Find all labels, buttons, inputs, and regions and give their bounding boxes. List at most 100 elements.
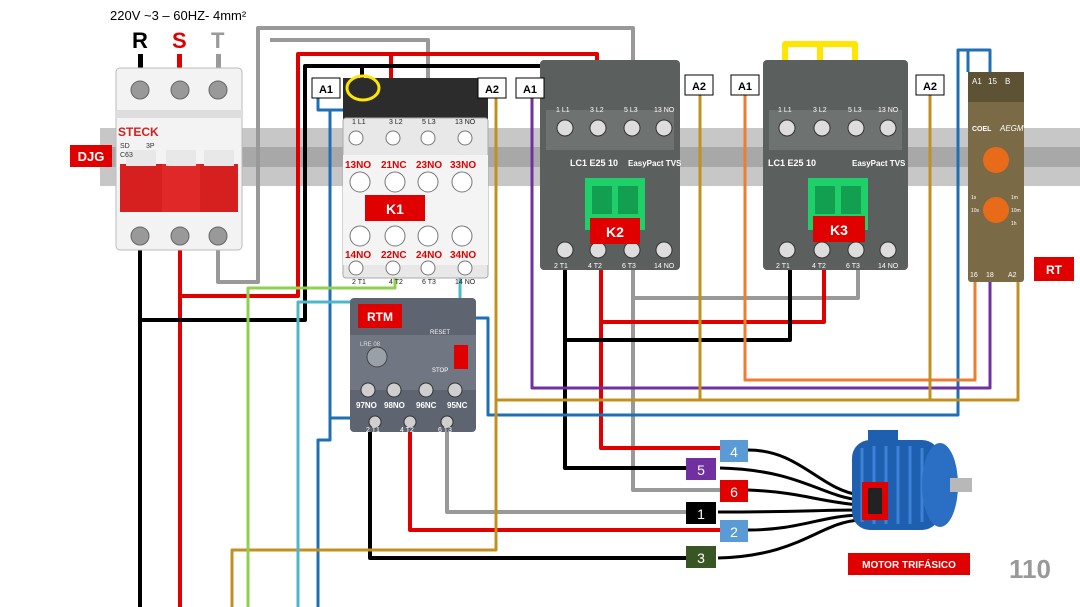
phase-t-stub [216,54,221,70]
djg-tag [70,145,112,167]
k1-a1-label: A1 [319,84,333,96]
motor-terminal-4: 4 [720,440,748,462]
k1-bot-1: 2 T1 [352,279,366,286]
k2-a2-box [684,74,714,96]
rtm-out-3: 6 T3 [438,427,452,434]
motor-leads [717,448,861,560]
k1-top-4: 13 NO [455,119,476,126]
wire-gray-motor-u1 [631,298,720,492]
k2-model: LC1 E25 10 [570,158,618,168]
overload-relay-rtm: LRE 08 RESET STOP 97NO 98NO 96NC 95NC 2 … [350,298,476,434]
rtm-out-2: 4 T2 [400,427,414,434]
wire-orange [743,95,977,382]
k3-brand: EasyPact TVS [852,159,906,168]
k1-aux-bot-3: 24NO [416,250,442,261]
k2-brand: EasyPact TVS [628,159,682,168]
rt-scale-5: 1h [1011,221,1017,227]
k2-top-2: 3 L2 [590,107,604,114]
k3-a1-box [730,74,760,96]
rt-scale-4: 10m [1011,208,1021,214]
rt-a2: A2 [1008,272,1017,279]
k3-bot-3: 6 T3 [846,263,860,270]
k1-bot-4: 14 NO [455,279,476,286]
wire-red-motor-6 [599,322,720,450]
k2-bot-3: 6 T3 [622,263,636,270]
motor-terminal-5: 5 [686,458,716,480]
k1-a1-highlight [345,74,381,102]
rt-scale-1: 1s [971,195,977,201]
rtm-model: LRE 08 [360,342,381,348]
supply-spec: 220V ~3 – 60HZ- 4mm² [110,8,247,23]
wire-gray-k1-k2 [270,38,430,80]
rt-model: AEGM [999,124,1024,133]
timer-rt: A1 15 B COEL AEGM 1s 10s 1m 10m 1h 16 18… [968,72,1024,282]
wire-gray-rtm-6 [445,425,690,514]
k2-a1-box [515,77,545,99]
k3-bot-4: 14 NO [878,263,899,270]
rt-tag-label: RT [1046,263,1063,277]
k2-bot-4: 14 NO [654,263,675,270]
rt-b: B [1005,77,1010,86]
breaker-poles: 3P [146,143,155,150]
k2-tag-label: K2 [606,224,624,240]
k1-top-3: 5 L3 [422,119,436,126]
breaker-djg: STECK SD C63 3P [115,67,243,251]
rtm-contact-4: 95NC [447,401,468,410]
k1-aux-top-4: 33NO [450,160,476,171]
rt-a1: A1 [972,77,982,86]
motor-label-box [848,553,970,575]
k1-a2-label: A2 [485,84,499,96]
rt-16: 16 [970,272,978,279]
k3-tag-label: K3 [830,222,848,238]
motor-icon [852,430,972,530]
svg-text:1: 1 [697,506,705,522]
phase-r-stub [138,54,143,70]
k2-a1-label: A1 [523,84,537,96]
k1-top-2: 3 L2 [389,119,403,126]
motor-terminal-6: 6 [720,480,748,502]
svg-text:4: 4 [730,444,738,460]
phase-s-stub [177,54,182,70]
k3-bot-2: 4 T2 [812,263,826,270]
djg-tag-label: DJG [78,149,105,164]
k2-top-4: 13 NO [654,107,675,114]
wire-black-motor-5 [563,340,690,470]
rt-18: 18 [986,272,994,279]
k1-a1-box [311,77,341,99]
breaker-brand: STECK [118,125,159,139]
svg-text:3: 3 [697,550,705,566]
k1-aux-bot-1: 14NO [345,250,371,261]
wire-black-rtm-2 [368,425,690,560]
wire-black-k2-k3 [563,262,792,342]
rt-brand: COEL [972,126,992,133]
rt-15: 15 [988,77,997,86]
wire-blue-rt [470,48,992,417]
k2-bot-1: 2 T1 [554,263,568,270]
page-number: 110 [1009,554,1051,584]
wire-red-s [178,52,599,298]
k1-bot-2: 4 T2 [389,279,403,286]
rtm-out-1: 2 T1 [366,427,380,434]
rtm-reset: RESET [430,330,450,336]
rtm-contact-3: 96NC [416,401,437,410]
motor-terminal-1: 1 [686,502,716,524]
breaker-rating: C63 [120,152,133,159]
k3-bot-1: 2 T1 [776,263,790,270]
wire-red-rtm-4 [408,425,720,532]
contactor-k1: 1 L1 3 L2 5 L3 13 NO 13NO 21NC 23NO 33NO… [342,78,489,286]
rtm-tag-label: RTM [367,310,393,324]
rtm-tag [358,304,402,328]
k2-top-3: 5 L3 [624,107,638,114]
rtm-contact-1: 97NO [356,401,377,410]
contactor-k2: 1 L1 3 L2 5 L3 13 NO LC1 E25 10 EasyPact… [540,60,682,270]
k3-top-2: 3 L2 [813,107,827,114]
k3-top-4: 13 NO [878,107,899,114]
k1-a2-box [477,77,507,99]
rtm-stop: STOP [432,368,448,374]
motor-terminal-3: 3 [686,546,716,568]
k2-top-1: 1 L1 [556,107,570,114]
svg-text:6: 6 [730,484,738,500]
contactor-k3: 1 L1 3 L2 5 L3 13 NO LC1 E25 10 EasyPact… [763,60,908,270]
rtm-contact-2: 98NO [384,401,405,410]
